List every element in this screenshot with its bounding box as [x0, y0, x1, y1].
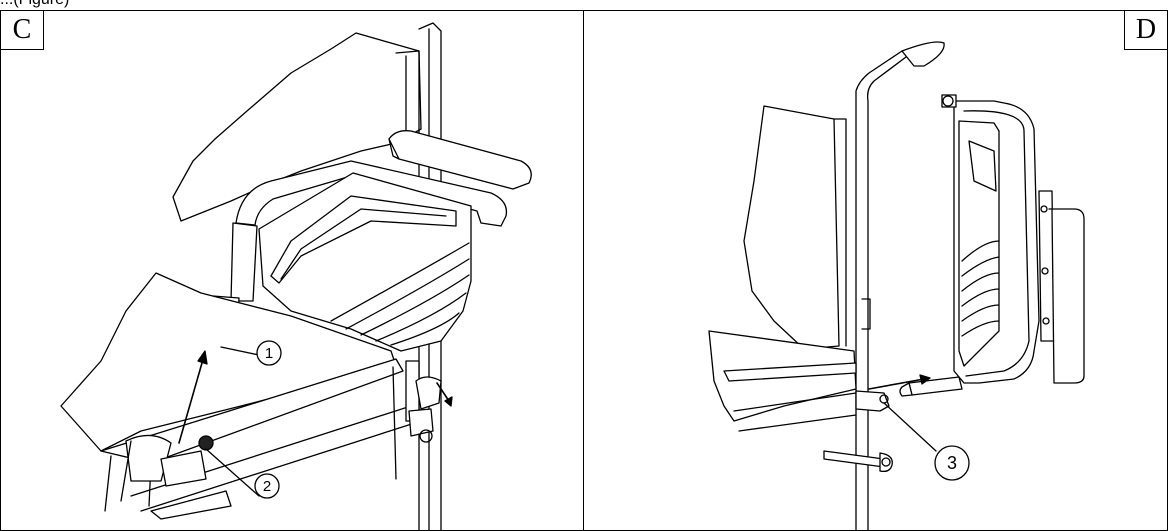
- armrest-installation-illustration: [708, 41, 1085, 530]
- figure-panel-c: C: [0, 10, 584, 531]
- callout-1: 1: [256, 340, 282, 366]
- figure-panel-d: D: [583, 10, 1168, 531]
- armrest-removal-illustration: [60, 22, 532, 530]
- callout-3: 3: [934, 445, 970, 481]
- callout-2: 2: [254, 473, 280, 499]
- callouts-c: 1 2: [254, 340, 282, 499]
- header-text: ...(Figure): [0, 0, 69, 9]
- panel-label-d: D: [1124, 11, 1167, 50]
- panel-label-c: C: [1, 11, 44, 50]
- callout-1-text: 1: [265, 345, 273, 362]
- callout-2-text: 2: [263, 478, 271, 495]
- callout-3-text: 3: [947, 453, 957, 473]
- callouts-d: 3: [934, 445, 970, 481]
